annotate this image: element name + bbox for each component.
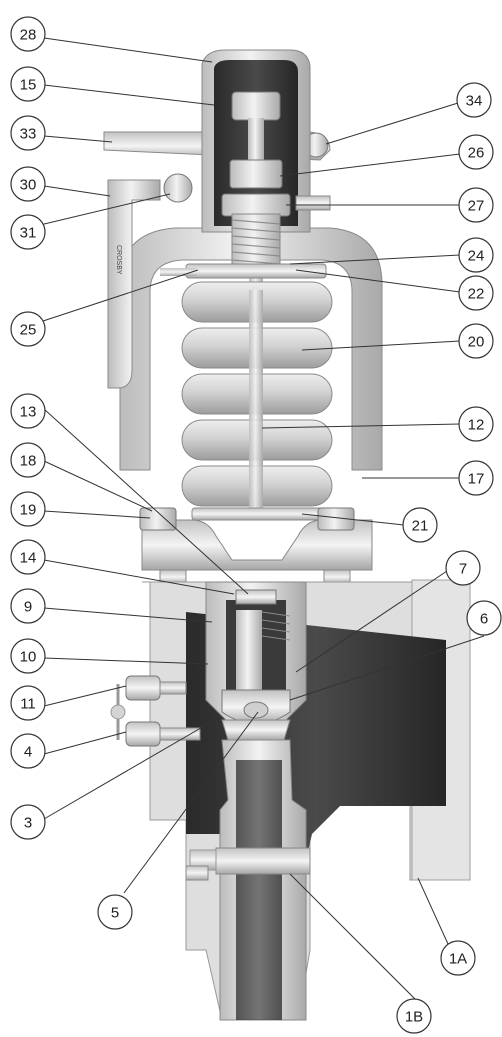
callout-3: 3 [24,815,32,832]
release-nut [231,91,281,121]
nozzle-seat [221,719,291,741]
lift-lever [107,179,161,389]
drain-plug [185,865,209,881]
callout-15: 15 [20,77,37,94]
callout-34: 34 [466,93,483,110]
callout-circles [10,16,502,1034]
nozzle-bore [236,760,282,1020]
callouts [39,37,485,1013]
callout-13: 13 [20,404,37,421]
callout-22: 22 [468,286,485,303]
lock-nut-26 [229,159,283,189]
callout-7: 7 [459,561,467,578]
nozzle-ring [215,847,311,875]
callout-4: 4 [24,744,32,761]
bonnet-yoke [119,227,383,471]
guide-threads [261,611,291,641]
callout-33: 33 [20,126,37,143]
callout-14: 14 [20,550,37,567]
callout-12: 12 [468,417,485,434]
callout-31: 31 [20,225,37,242]
lever-pin [163,173,193,203]
callout-labels: 28 15 33 30 31 25 13 18 19 14 9 10 11 4 … [20,27,489,1026]
callout-30: 30 [20,177,37,194]
callout-5: 5 [111,905,119,922]
callout-25: 25 [20,322,37,339]
lever-stamp: CROSBY [115,245,122,275]
washer-plate [160,268,196,276]
callout-27: 27 [468,198,485,215]
callout-1B: 1B [405,1009,423,1026]
callout-6: 6 [480,611,488,628]
callout-19: 19 [20,502,37,519]
disc-holder [236,610,262,690]
disc-insert [243,701,269,719]
spindle-front [249,290,263,510]
callout-24: 24 [468,248,485,265]
callout-10: 10 [20,649,37,666]
stud-nut-right [317,507,355,531]
callout-21: 21 [412,518,429,535]
callout-18: 18 [20,453,37,470]
valve-illustration: CROSBY [103,49,471,1021]
callout-26: 26 [468,145,485,162]
ring-pins [110,675,201,747]
stud-nut-left [139,507,177,531]
callout-17: 17 [468,471,485,488]
inlet-flange-foot [189,849,217,871]
callout-1A: 1A [449,951,467,968]
lock-nut-27 [221,193,291,217]
upper-adjusting-ring [235,589,277,605]
set-screw [295,195,331,211]
callout-20: 20 [468,334,485,351]
callout-11: 11 [20,696,36,713]
adjusting-screw-threads [231,219,281,265]
callout-28: 28 [20,27,37,44]
callout-9: 9 [24,599,32,616]
